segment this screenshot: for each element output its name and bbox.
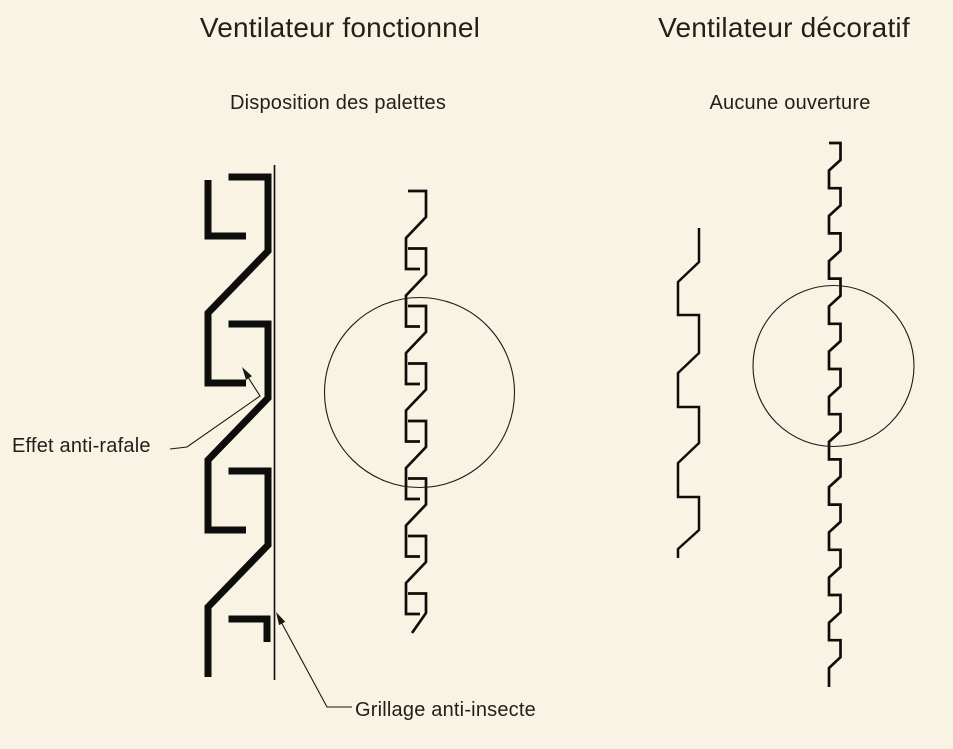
- louvre-blade-1: [204, 173, 272, 387]
- functional-louvre-profile: [204, 173, 272, 677]
- anti-gust-arrowhead-icon: [242, 367, 252, 380]
- mesh-leader: [276, 612, 352, 708]
- mesh-label: Grillage anti-insecte: [355, 699, 536, 721]
- decorative-detail-circle: [752, 284, 915, 448]
- functional-title: Ventilateur fonctionnel: [199, 12, 481, 43]
- small-blade: [404, 247, 428, 328]
- louvre-blade-bottom-partial: [228, 615, 271, 642]
- blade-detail-circle: [323, 296, 516, 489]
- functional-subtitle: Disposition des palettes: [229, 92, 447, 114]
- small-blade: [404, 419, 428, 501]
- anti-gust-label: Effet anti-rafale: [12, 435, 151, 457]
- decorative-zigzag-profile: [676, 228, 701, 558]
- mesh-arrowhead-icon: [276, 612, 286, 626]
- decorative-subtitle: Aucune ouverture: [709, 92, 871, 114]
- small-blade-bottom-partial: [408, 592, 428, 634]
- mesh-leader-line: [278, 617, 352, 708]
- small-blade: [404, 534, 428, 616]
- small-blade: [404, 304, 428, 386]
- small-blade: [404, 362, 428, 443]
- anti-gust-leader: [169, 367, 261, 450]
- small-blade: [404, 189, 428, 271]
- blade-arrangement-profile: [404, 189, 428, 634]
- small-blade: [404, 477, 428, 558]
- decorative-fine-profile: [827, 141, 842, 687]
- louvre-blade-3: [204, 467, 272, 677]
- louvre-blade-2: [204, 320, 272, 534]
- decorative-title: Ventilateur décoratif: [658, 12, 910, 43]
- louvre-blade-top-partial: [204, 180, 246, 240]
- anti-gust-leader-line: [169, 373, 261, 450]
